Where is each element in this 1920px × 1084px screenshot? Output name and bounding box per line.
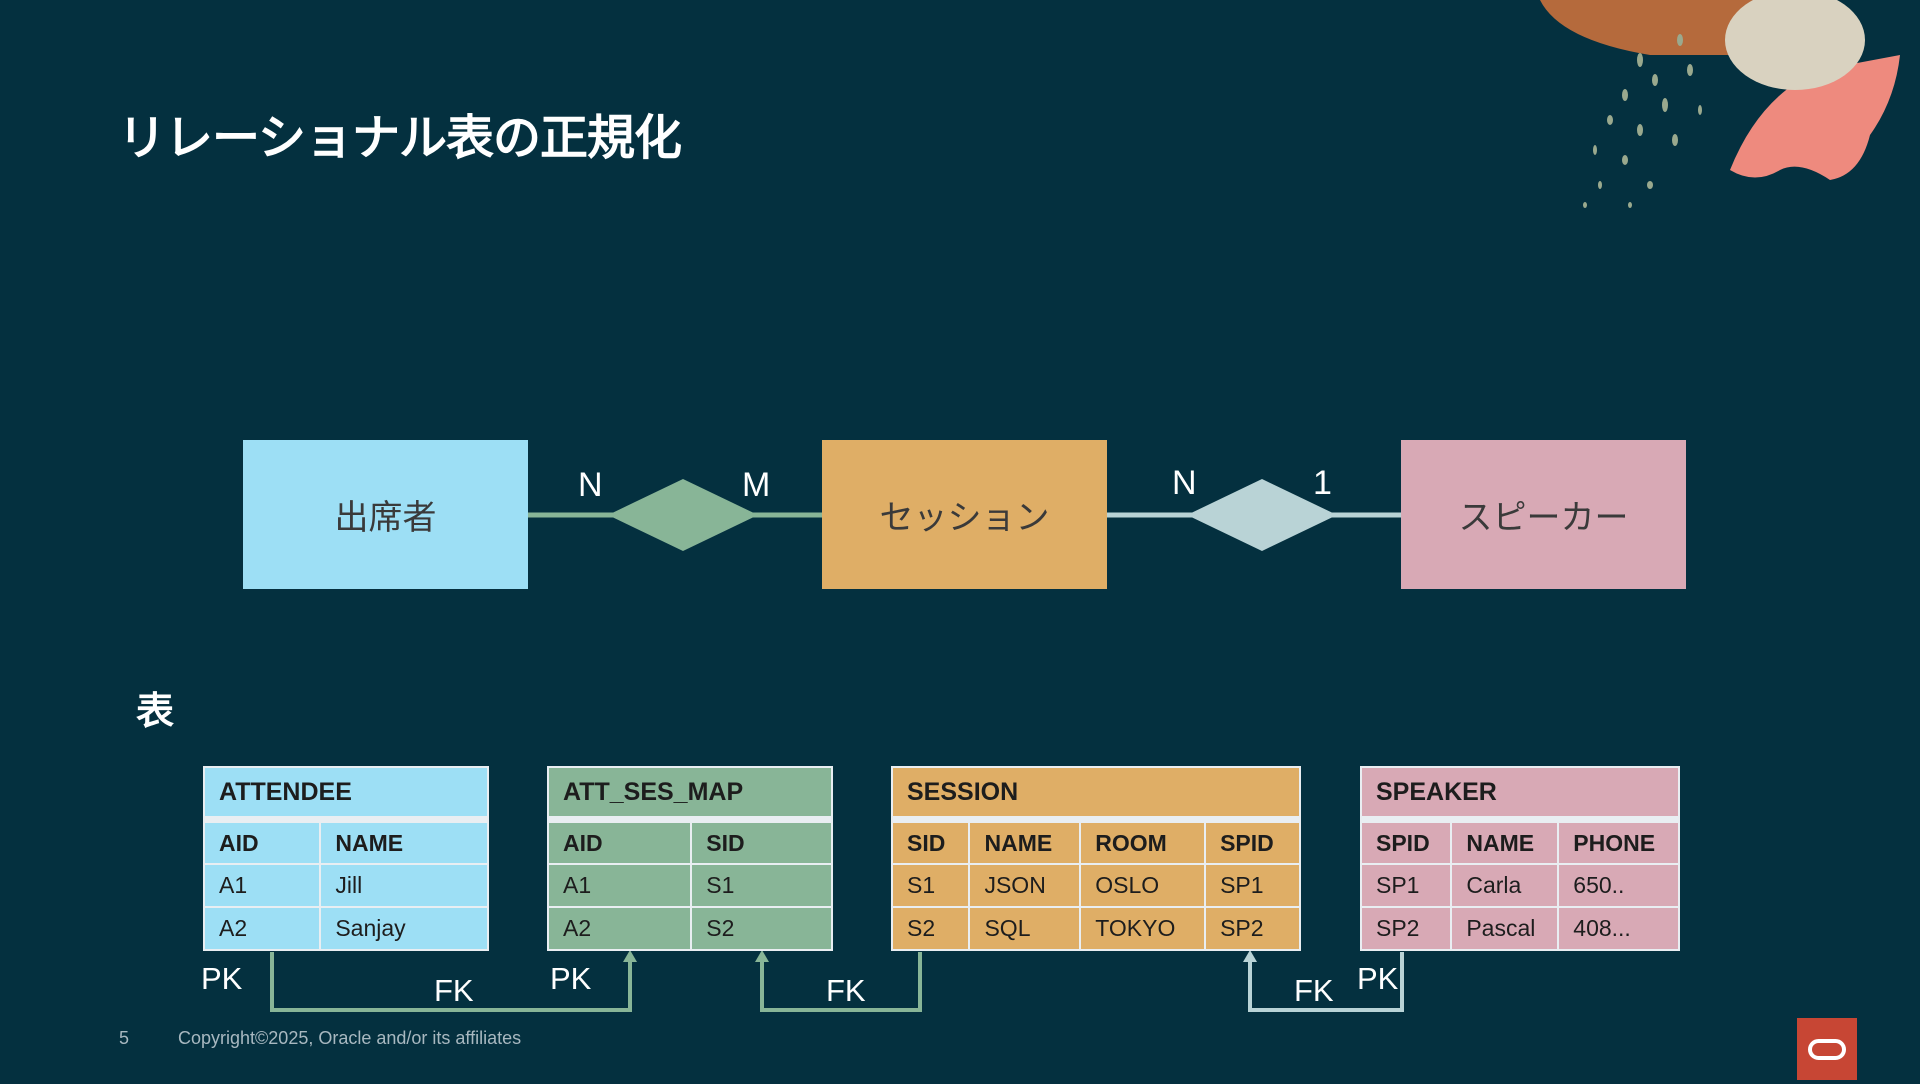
pk-label: PK [550, 961, 592, 996]
table-cell: 408... [1557, 906, 1680, 951]
table-attendee: ATTENDEE AID NAME A1 Jill A2 Sanjay [202, 766, 489, 951]
table-cell: A1 [202, 863, 322, 908]
table-cell: A2 [546, 906, 693, 951]
cardinality-label: M [742, 466, 771, 504]
cardinality-label: N [578, 466, 603, 504]
fk-arrowhead-session [1243, 950, 1257, 962]
table-cell: SP2 [1359, 906, 1453, 951]
table-cell: S2 [890, 906, 971, 951]
table-row: SP2 Pascal 408... [1359, 906, 1680, 951]
table-cell: SQL [968, 906, 1082, 951]
column-header: NAME [968, 818, 1082, 865]
table-cell: Carla [1450, 863, 1560, 908]
table-cell: Sanjay [319, 906, 489, 951]
decor-particles [1583, 34, 1702, 208]
table-row: S1 JSON OSLO SP1 [890, 863, 1301, 908]
table-session: SESSION SID NAME ROOM SPID S1 JSON OSLO … [890, 766, 1301, 951]
table-cell: JSON [968, 863, 1082, 908]
table-cell: TOKYO [1079, 906, 1207, 951]
column-header: ROOM [1079, 818, 1207, 865]
fk-label: FK [1294, 973, 1334, 1008]
column-header: SID [890, 818, 971, 865]
cardinality-label: N [1172, 464, 1197, 502]
column-header: SID [690, 818, 833, 865]
column-header: PHONE [1557, 818, 1680, 865]
table-cell: S1 [890, 863, 971, 908]
fk-connector-attmap-attendee [270, 952, 632, 1012]
slide-title: リレーショナル表の正規化 [118, 110, 682, 166]
decor-shape-cream [1725, 0, 1865, 90]
table-cell: A2 [202, 906, 322, 951]
table-cell: Pascal [1450, 906, 1560, 951]
table-speaker: SPEAKER SPID NAME PHONE SP1 Carla 650.. … [1359, 766, 1680, 951]
table-cell: SP2 [1204, 906, 1301, 951]
decor-shape-coral [1730, 55, 1900, 180]
table-row: A2 Sanjay [202, 906, 489, 951]
column-header: SPID [1204, 818, 1301, 865]
table-name: ATT_SES_MAP [547, 766, 833, 823]
table-row: A1 S1 [546, 863, 833, 908]
column-header: AID [202, 818, 322, 865]
relationship-diamond-attendee-session [608, 479, 758, 551]
entity-attendee: 出席者 [243, 440, 528, 589]
column-header: SPID [1359, 818, 1453, 865]
pk-label: PK [201, 961, 243, 996]
table-name: SESSION [891, 766, 1301, 823]
pk-label: PK [1357, 961, 1399, 996]
table-row: A2 S2 [546, 906, 833, 951]
relationship-diamond-session-speaker [1187, 479, 1337, 551]
decorative-illustration [1540, 0, 1900, 208]
table-cell: 650.. [1557, 863, 1680, 908]
table-cell: SP1 [1204, 863, 1301, 908]
table-name: ATTENDEE [203, 766, 489, 823]
entity-speaker: スピーカー [1401, 440, 1686, 589]
column-header: NAME [319, 818, 489, 865]
fk-arrowhead-attmap [623, 950, 637, 962]
fk-connector-session-speaker [1248, 952, 1404, 1012]
table-cell: OSLO [1079, 863, 1207, 908]
fk-label: FK [434, 973, 474, 1008]
table-cell: Jill [319, 863, 489, 908]
fk-arrowhead-attmap-sid [755, 950, 769, 962]
table-cell: S1 [690, 863, 833, 908]
oracle-logo-icon [1808, 1039, 1846, 1060]
entity-session: セッション [822, 440, 1107, 589]
section-label-tables: 表 [136, 689, 175, 733]
fk-label: FK [826, 973, 866, 1008]
table-att-ses-map: ATT_SES_MAP AID SID A1 S1 A2 S2 [546, 766, 833, 951]
table-row: SP1 Carla 650.. [1359, 863, 1680, 908]
table-cell: SP1 [1359, 863, 1453, 908]
cardinality-label: 1 [1313, 464, 1332, 502]
table-cell: S2 [690, 906, 833, 951]
oracle-logo [1797, 1018, 1857, 1080]
table-row: S2 SQL TOKYO SP2 [890, 906, 1301, 951]
table-name: SPEAKER [1360, 766, 1680, 823]
page-number: 5 [119, 1028, 130, 1048]
copyright-text: Copyright©2025, Oracle and/or its affili… [178, 1028, 522, 1048]
table-cell: A1 [546, 863, 693, 908]
table-row: A1 Jill [202, 863, 489, 908]
column-header: AID [546, 818, 693, 865]
column-header: NAME [1450, 818, 1560, 865]
fk-connector-attmap-session [760, 952, 922, 1012]
